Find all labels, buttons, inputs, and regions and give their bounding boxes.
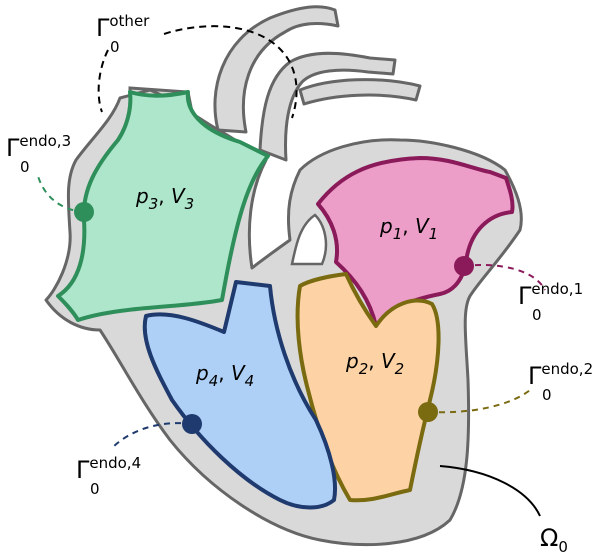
dot-endo-2 — [418, 402, 438, 422]
leader-other-left — [99, 50, 108, 112]
dot-endo-3 — [74, 202, 94, 222]
dot-endo-1 — [454, 256, 474, 276]
dot-endo-4 — [182, 414, 202, 434]
label-omega: Ω0 — [540, 524, 568, 556]
pulmonary-branch — [300, 80, 420, 104]
